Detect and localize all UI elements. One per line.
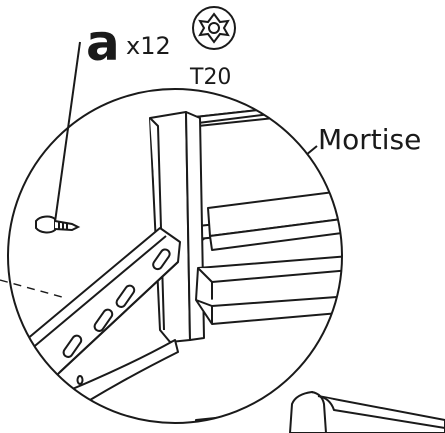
bit-size-label: T20	[190, 65, 232, 90]
screw-icon	[35, 215, 81, 234]
part-letter: a	[86, 14, 120, 72]
torx-bit-icon	[192, 6, 236, 50]
quantity-label: x12	[126, 32, 171, 60]
mortise-callout-label: Mortise	[318, 123, 422, 156]
alignment-dashed-line	[0, 279, 63, 298]
screw-leader-line	[54, 41, 81, 223]
detail-circle	[7, 88, 343, 424]
detail-magnification	[19, 99, 342, 423]
frame-corner-piece	[289, 391, 445, 433]
